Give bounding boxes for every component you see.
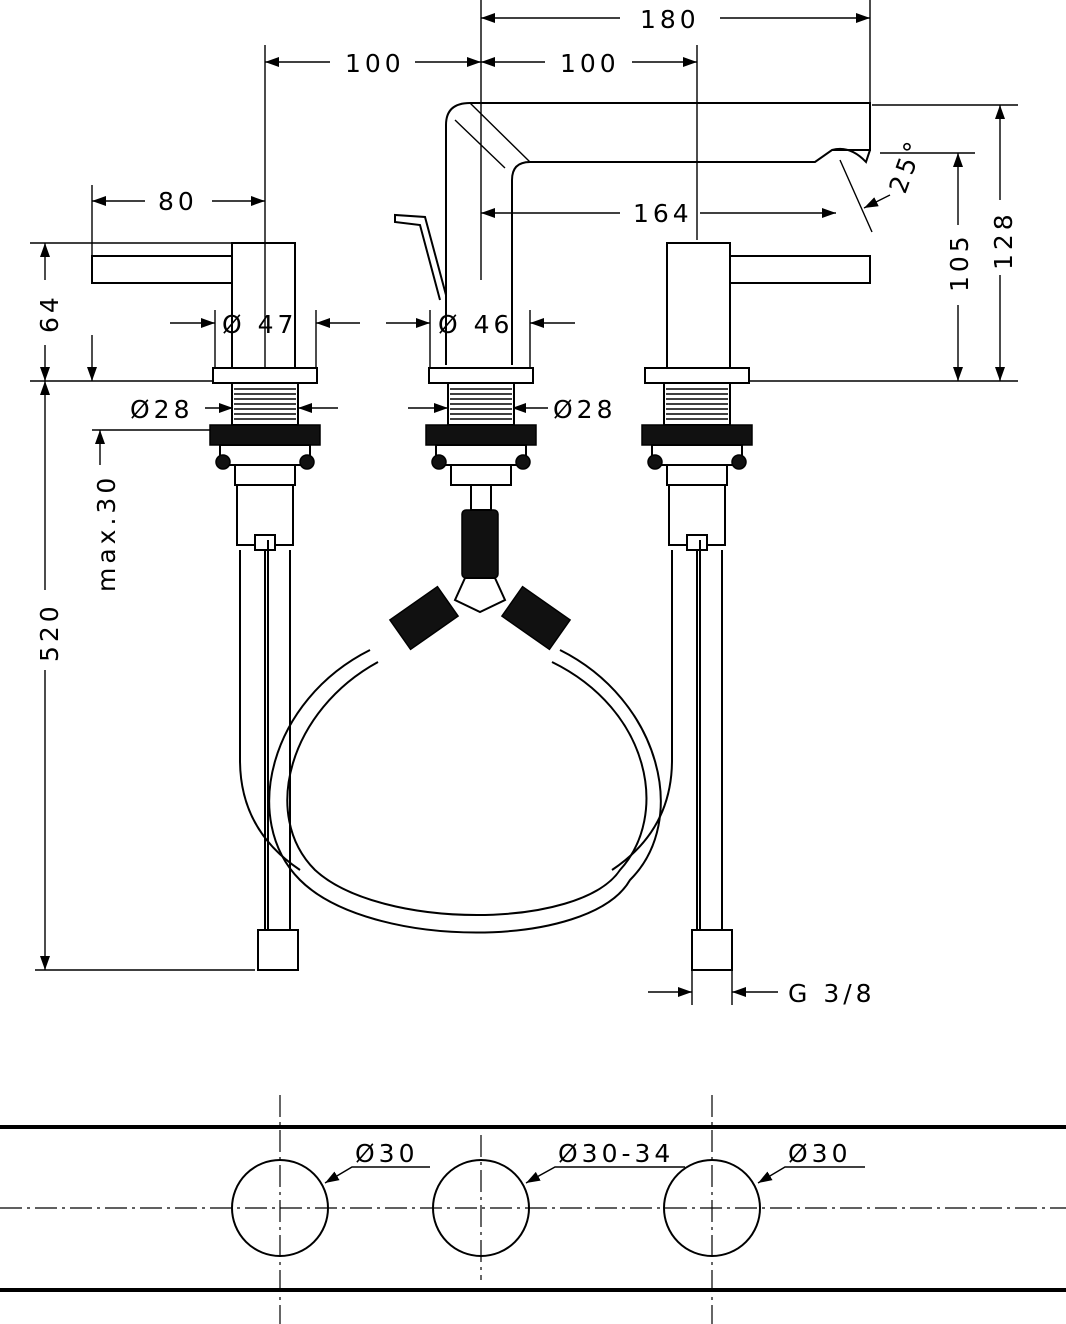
hole-right bbox=[663, 1159, 761, 1257]
spout bbox=[394, 102, 871, 365]
dim-g38: G 3/8 bbox=[788, 979, 876, 1008]
valve-left bbox=[209, 367, 321, 551]
dim-max30: max.30 bbox=[92, 474, 121, 592]
dim-128: 128 bbox=[989, 210, 1018, 270]
dim-100-right: 100 bbox=[560, 49, 620, 78]
dim-105: 105 bbox=[945, 232, 974, 292]
valve-center bbox=[425, 367, 537, 486]
hole-center bbox=[432, 1159, 530, 1257]
hole-left-label: Ø30 bbox=[355, 1139, 419, 1168]
hole-left bbox=[231, 1159, 329, 1257]
dim-164: 164 bbox=[633, 199, 693, 228]
dim-d46: Ø 46 bbox=[438, 310, 513, 339]
dim-d47: Ø 47 bbox=[222, 310, 297, 339]
dimension-labels: 180 100 100 80 164 25° 105 128 64 Ø 47 Ø… bbox=[35, 5, 1018, 1008]
valve-right bbox=[641, 367, 753, 551]
dim-80: 80 bbox=[158, 187, 198, 216]
hole-right-label: Ø30 bbox=[788, 1139, 852, 1168]
dim-520: 520 bbox=[35, 602, 64, 662]
valve-bodies bbox=[209, 367, 753, 551]
dimension-lines bbox=[30, 0, 1018, 1005]
dim-64: 64 bbox=[35, 293, 64, 333]
hole-center-label: Ø30-34 bbox=[558, 1139, 674, 1168]
handle-right bbox=[666, 242, 871, 369]
dim-180: 180 bbox=[640, 5, 700, 34]
dim-d28-center: Ø28 bbox=[553, 395, 617, 424]
dim-d28-left: Ø28 bbox=[130, 395, 194, 424]
deck-section: Ø30 Ø30-34 Ø30 bbox=[0, 1095, 1066, 1324]
dim-100-left: 100 bbox=[345, 49, 405, 78]
dim-25: 25° bbox=[883, 134, 930, 197]
hoses bbox=[239, 484, 733, 971]
